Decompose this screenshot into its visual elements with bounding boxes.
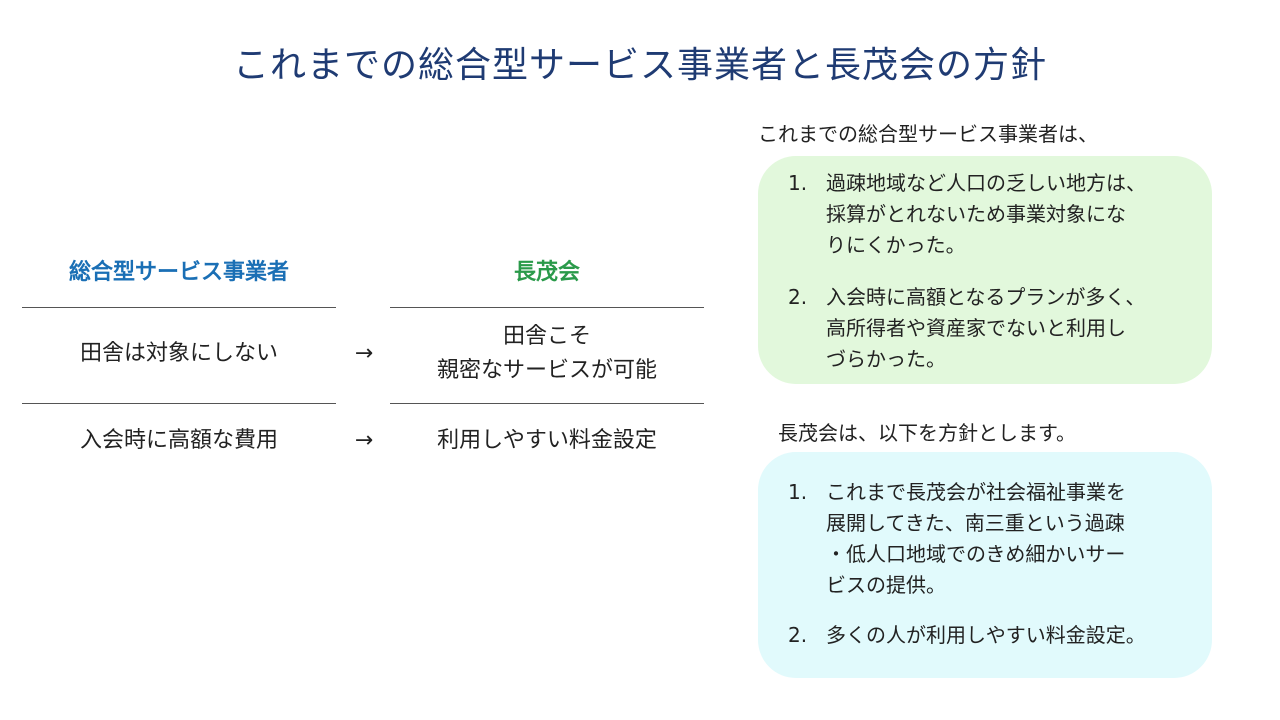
past-intro-text: これまでの総合型サービス事業者は、 bbox=[758, 122, 1098, 146]
row2-left-cell: 入会時に高額な費用 bbox=[79, 428, 278, 453]
past-item-1-number: 1. bbox=[788, 171, 808, 195]
table-divider-right-middle bbox=[390, 403, 704, 404]
table-divider-left-middle bbox=[22, 403, 336, 404]
policy-item-1-text: これまで長茂会が社会福祉事業を 展開してきた、南三重という過疎 ・低人口地域での… bbox=[826, 480, 1126, 597]
header-chomokai: 長茂会 bbox=[513, 260, 580, 285]
header-general-service-provider: 総合型サービス事業者 bbox=[68, 260, 289, 285]
past-issues-box bbox=[758, 156, 1212, 384]
past-item-2-number: 2. bbox=[788, 285, 808, 309]
policy-item-2-text: 多くの人が利用しやすい料金設定。 bbox=[826, 623, 1146, 647]
past-item-2-text: 入会時に高額となるプランが多く、 高所得者や資産家でないと利用し づらかった。 bbox=[826, 285, 1146, 371]
row1-right-cell: 田舎こそ 親密なサービスが可能 bbox=[390, 320, 704, 388]
past-item-1-text: 過疎地域など人口の乏しい地方は、 採算がとれないため事業対象にな りにくかった。 bbox=[826, 171, 1146, 257]
past-item-1: 1. 過疎地域など人口の乏しい地方は、 採算がとれないため事業対象にな りにくか… bbox=[788, 168, 1188, 263]
row1-arrow-icon: → bbox=[354, 341, 374, 366]
row1-right-line1: 田舎こそ bbox=[502, 324, 591, 349]
policy-intro-text: 長茂会は、以下を方針とします。 bbox=[778, 421, 1076, 445]
row2-arrow-icon: → bbox=[354, 428, 374, 453]
table-divider-left-top bbox=[22, 307, 336, 308]
policy-item-1-number: 1. bbox=[788, 480, 808, 504]
policy-item-1: 1. これまで長茂会が社会福祉事業を 展開してきた、南三重という過疎 ・低人口地… bbox=[788, 477, 1188, 603]
row1-right-line2: 親密なサービスが可能 bbox=[436, 358, 657, 383]
page-title: これまでの総合型サービス事業者と長茂会の方針 bbox=[232, 45, 1047, 86]
row2-right-cell: 利用しやすい料金設定 bbox=[437, 428, 657, 453]
policy-item-2-number: 2. bbox=[788, 623, 808, 647]
row1-left-cell: 田舎は対象にしない bbox=[79, 341, 278, 366]
table-divider-right-top bbox=[390, 307, 704, 308]
past-item-2: 2. 入会時に高額となるプランが多く、 高所得者や資産家でないと利用し づらかっ… bbox=[788, 282, 1188, 377]
policy-box bbox=[758, 452, 1212, 678]
policy-item-2: 2. 多くの人が利用しやすい料金設定。 bbox=[788, 620, 1208, 652]
